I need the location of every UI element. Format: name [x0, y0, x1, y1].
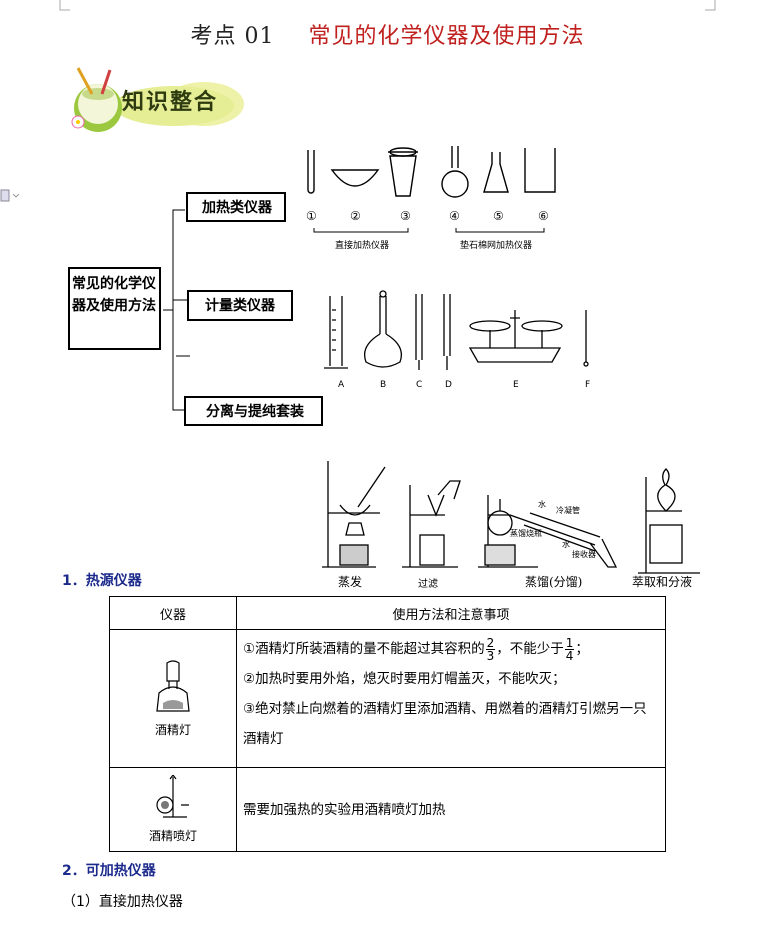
caption-distillation: 蒸馏(分馏): [525, 575, 583, 589]
direct-heating-label: 直接加热仪器: [335, 241, 390, 251]
note-2: ②加热时要用外焰，熄灭时要用灯帽盖灭，不能吹灭；: [243, 671, 566, 687]
frac-denominator: 3: [486, 648, 495, 663]
note-3b: 酒精灯: [243, 731, 284, 747]
mindmap-branch-heating: 加热类仪器: [186, 192, 286, 222]
note-1: 需要加强热的实验用酒精喷灯加热: [243, 801, 446, 818]
measure-letter-f: F: [585, 380, 591, 390]
col-instrument-header: 仪器: [109, 596, 237, 630]
note-3a: ③绝对禁止向燃着的酒精灯里添加酒精、用燃着的酒精灯引燃另一只: [243, 701, 647, 717]
page-title: 考点 01 常见的化学仪器及使用方法: [0, 18, 775, 50]
note-1-mid: ，不能少于: [496, 641, 564, 657]
svg-text:⑥: ⑥: [538, 209, 549, 223]
caption-filtration: 过滤: [418, 579, 438, 590]
coconut-icon: [71, 67, 244, 132]
measuring-instruments-image: [324, 290, 589, 370]
caption-evaporation: 蒸发: [338, 575, 363, 589]
knowledge-banner: 知识整合: [64, 64, 244, 134]
mindmap-root-label: 常见的化学仪器及使用方法: [72, 276, 156, 314]
instrument-cell: 酒精喷灯: [109, 767, 237, 852]
alcohol-blowtorch-icon: [156, 774, 189, 818]
section2-sub1: （1）直接加热仪器: [62, 894, 183, 910]
instrument-name: 酒精喷灯: [148, 829, 197, 843]
svg-text:②: ②: [350, 209, 361, 223]
mindmap-root: 常见的化学仪器及使用方法: [68, 267, 161, 350]
branch-label: 计量类仪器: [205, 298, 275, 314]
frac-numerator: 2: [485, 635, 496, 650]
label-water-out: 水: [538, 500, 546, 509]
mindmap-branch-measuring: 计量类仪器: [187, 290, 293, 321]
title-text: 常见的化学仪器及使用方法: [308, 24, 585, 49]
note-1-text: ①酒精灯所装酒精的量不能超过其容积的: [243, 641, 485, 657]
mindmap-connectors: [163, 209, 190, 411]
banner-text: 知识整合: [122, 89, 219, 115]
page-corner-marks: [59, 0, 716, 11]
frac-numerator: 1: [564, 635, 575, 650]
heating-instruments-figure: ① ② ③ ④ ⑤ ⑥ ① 直接加热仪器 垫石棉网加热仪器: [300, 140, 565, 255]
separation-apparatus-image: [322, 461, 700, 574]
branch-label: 分离与提纯套装: [206, 404, 304, 420]
separation-apparatus-figure: 蒸发 过滤 蒸馏(分馏) 萃取和分液 水 冷凝管 蒸馏烧瓶 水 接收器: [310, 455, 710, 590]
instrument-name: 酒精灯: [154, 723, 191, 737]
svg-text:③: ③: [400, 209, 411, 223]
table-row: 酒精喷灯 需要加强热的实验用酒精喷灯加热: [109, 767, 666, 852]
svg-text:①: ①: [306, 209, 317, 223]
frac-denominator: 4: [565, 648, 574, 663]
label-condenser: 冷凝管: [556, 506, 580, 515]
note-1-end: ；: [575, 641, 589, 657]
measure-letter-d: D: [445, 380, 452, 390]
caption-extraction: 萃取和分液: [632, 575, 693, 589]
branch-label: 加热类仪器: [202, 200, 272, 216]
notes-cell: 需要加强热的实验用酒精喷灯加热: [236, 767, 666, 852]
table-header-row: 仪器 使用方法和注意事项: [109, 596, 666, 630]
section1-heading: 1．热源仪器: [62, 573, 142, 589]
measure-letter-b: B: [380, 380, 387, 390]
mindmap-branch-separation: 分离与提纯套装: [184, 396, 323, 426]
label-water-in: 水: [562, 540, 570, 549]
instrument-cell: 酒精灯: [109, 629, 237, 768]
svg-text:④: ④: [449, 209, 460, 223]
measure-letter-a: A: [338, 380, 345, 390]
doc-margin-icon[interactable]: [0, 188, 20, 202]
label-flask: 蒸馏烧瓶: [510, 529, 542, 538]
section2-heading: 2．可加热仪器: [62, 863, 156, 879]
indirect-heating-label: 垫石棉网加热仪器: [460, 241, 533, 251]
label-receiver: 接收器: [572, 550, 596, 559]
measuring-instruments-figure: A B C D E F: [320, 290, 600, 395]
heating-glassware-image: ① ② ③ ④ ⑤ ⑥: [306, 146, 556, 233]
svg-text:⑤: ⑤: [493, 209, 504, 223]
measure-letter-e: E: [513, 380, 519, 390]
alcohol-lamp-icon: [156, 660, 190, 712]
title-number: 考点 01: [190, 24, 275, 49]
measure-letter-c: C: [416, 380, 423, 390]
col-notes-header: 使用方法和注意事项: [236, 596, 666, 630]
